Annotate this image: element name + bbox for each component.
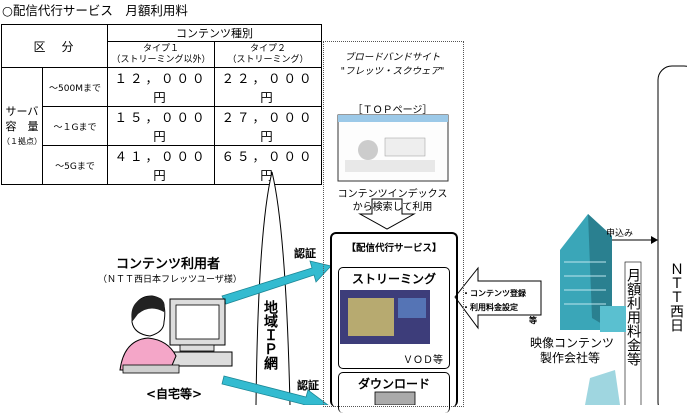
fee-setting-suffix: 等 xyxy=(529,315,537,326)
registration-label: ・コンテンツ登録 xyxy=(462,288,526,299)
service-title: 【配信代行サービス】 xyxy=(332,240,456,254)
ip-network-label: 地域ＩＰ網 xyxy=(262,300,278,370)
streaming-label: ストリーミング xyxy=(339,270,449,287)
user-at-computer-icon xyxy=(120,296,232,373)
portal-site-title: "フレッツ・スクウェア" xyxy=(323,63,462,77)
ntt-west-label: ＮＴＴ西日 xyxy=(664,262,687,332)
top-page-label: ［ＴＯＰページ］ xyxy=(323,101,462,116)
index-label-2: から検索して利用 xyxy=(323,198,462,213)
user-subtitle: （ＮＴＴ西日本フレッツユーザ様） xyxy=(98,272,242,285)
apply-label: 申込み xyxy=(606,226,633,239)
streaming-panel: ストリーミング ＶＯＤ等 xyxy=(338,267,450,369)
user-title: コンテンツ利用者 xyxy=(116,253,220,272)
fee-setting-label: ・利用料金設定 xyxy=(462,302,518,313)
ntt-west-box xyxy=(658,66,687,405)
delivery-service-box: 【配信代行サービス】 ストリーミング ＶＯＤ等 ダウンロード xyxy=(330,232,458,407)
portal-site-name: ブロードバンドサイト xyxy=(323,49,462,63)
auth-label-1: 認証 xyxy=(294,245,316,261)
download-label: ダウンロード xyxy=(339,375,449,392)
building-icon xyxy=(560,214,626,405)
home-label: <自宅等> xyxy=(146,385,202,402)
download-panel: ダウンロード xyxy=(338,372,450,413)
producer-name-2: 製作会社等 xyxy=(540,349,600,366)
auth-label-2: 認証 xyxy=(297,377,319,393)
vod-label: ＶＯＤ等 xyxy=(403,351,443,366)
monthly-fee-label: 月額利用料金等 xyxy=(625,268,641,366)
